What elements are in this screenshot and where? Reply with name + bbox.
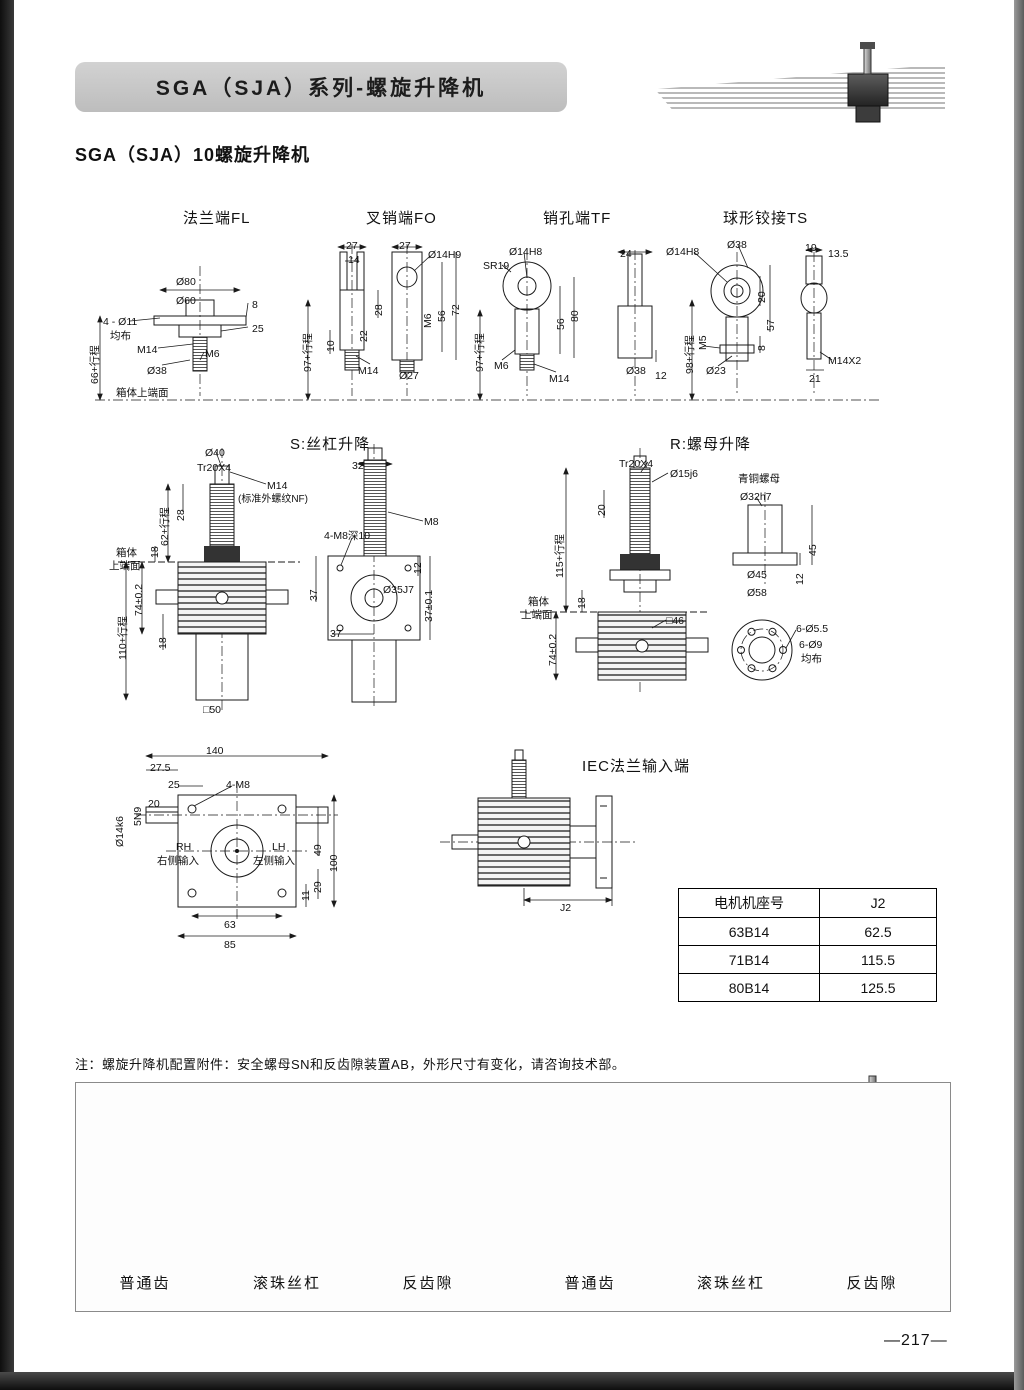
tf-title: 销孔端TF bbox=[543, 210, 612, 227]
page-subtitle: SGA（SJA）10螺旋升降机 bbox=[75, 145, 311, 165]
photo-caption-4: 普通齿 bbox=[564, 1275, 616, 1292]
s-left-view bbox=[118, 448, 300, 712]
photo-caption-2: 滚珠丝杠 bbox=[252, 1275, 321, 1292]
product-photo-panel bbox=[75, 1082, 951, 1312]
fo-diagram bbox=[305, 244, 457, 401]
iec-diagram bbox=[440, 749, 636, 906]
fl-diagram bbox=[97, 266, 249, 401]
fo-title: 叉销端FO bbox=[366, 210, 437, 227]
cell-motor-2: 80B14 bbox=[678, 973, 820, 1002]
ts-diagram bbox=[689, 244, 833, 401]
table-header-row: 电机机座号 J2 bbox=[678, 888, 937, 918]
table-row: 63B14 62.5 bbox=[678, 917, 937, 946]
cell-motor-0: 63B14 bbox=[678, 917, 820, 946]
top-view-diagram bbox=[136, 753, 338, 939]
header-banner: SGA（SJA）系列-螺旋升降机 bbox=[75, 62, 567, 112]
cell-motor-1: 71B14 bbox=[678, 945, 820, 974]
table-row: 80B14 125.5 bbox=[678, 973, 937, 1002]
r-title: R:螺母升降 bbox=[670, 436, 752, 453]
page-header-title: SGA（SJA）系列-螺旋升降机 bbox=[155, 77, 487, 100]
scan-edge-right bbox=[1014, 0, 1024, 1390]
s-title: S:丝杠升降 bbox=[290, 436, 371, 453]
photo-caption-1: 普通齿 bbox=[119, 1275, 171, 1292]
photo-caption-3: 反齿隙 bbox=[402, 1275, 454, 1292]
scan-edge-bottom bbox=[0, 1372, 1024, 1390]
cell-j2-1: 115.5 bbox=[819, 945, 937, 974]
cell-j2-0: 62.5 bbox=[819, 917, 937, 946]
scan-edge-left bbox=[0, 0, 14, 1390]
table-row: 71B14 115.5 bbox=[678, 945, 937, 974]
r-left-view bbox=[520, 448, 710, 692]
ts-title: 球形铰接TS bbox=[723, 210, 809, 227]
table-header-motor: 电机机座号 bbox=[678, 888, 820, 918]
page-number: —217— bbox=[884, 1332, 948, 1349]
motor-frame-table: 电机机座号 J2 63B14 62.5 71B14 115.5 80B14 12… bbox=[678, 888, 937, 1002]
s-section-view bbox=[315, 444, 431, 706]
table-header-j2: J2 bbox=[819, 888, 937, 918]
tf-diagram bbox=[477, 249, 657, 401]
fl-title: 法兰端FL bbox=[183, 210, 251, 227]
footnote: 注：螺旋升降机配置附件：安全螺母SN和反齿隙装置AB，外形尺寸有变化，请咨询技术… bbox=[75, 1057, 626, 1072]
cell-j2-2: 125.5 bbox=[819, 973, 937, 1002]
photo-caption-5: 滚珠丝杠 bbox=[696, 1275, 765, 1292]
header-product-photo bbox=[847, 42, 889, 123]
r-nut-detail bbox=[731, 492, 813, 681]
iec-title: IEC法兰输入端 bbox=[582, 758, 691, 775]
photo-caption-6: 反齿隙 bbox=[846, 1275, 898, 1292]
